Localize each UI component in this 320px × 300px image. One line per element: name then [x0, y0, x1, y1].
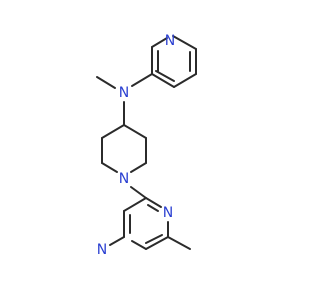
atom-n-pyrazine-bottom: N — [97, 242, 107, 258]
bond — [109, 236, 125, 246]
atom-label: N — [165, 33, 175, 49]
bond — [145, 197, 162, 208]
bond — [131, 240, 147, 250]
bond — [123, 197, 147, 212]
bond — [96, 76, 116, 89]
bond — [151, 73, 175, 88]
bond — [173, 73, 197, 88]
atom-n-pyrazine-top: N — [163, 205, 173, 221]
atom-n-pyridine: N — [165, 33, 175, 49]
bond — [167, 236, 191, 250]
bond — [130, 162, 147, 173]
bond — [131, 73, 153, 87]
atom-n-amine: N — [119, 85, 129, 101]
bond-double-inner — [145, 234, 163, 244]
pyridine-ring — [151, 35, 197, 88]
pyrazine-ring — [109, 197, 169, 250]
bond — [101, 124, 125, 139]
atom-label: N — [119, 85, 129, 101]
bond — [123, 124, 147, 139]
atom-n-piperidine: N — [119, 171, 129, 187]
atom-label: N — [163, 205, 173, 221]
bond — [172, 35, 197, 50]
bond — [101, 162, 118, 173]
atom-label: N — [97, 242, 107, 258]
piperidine-ring — [101, 124, 147, 173]
bond — [145, 236, 169, 250]
molecule-structure-diagram: N N N N N — [96, 33, 197, 258]
atom-label: N — [119, 171, 129, 187]
bond — [130, 186, 147, 199]
bond-double-inner — [147, 204, 159, 212]
bond — [151, 37, 168, 48]
bond-double-inner — [155, 70, 175, 82]
